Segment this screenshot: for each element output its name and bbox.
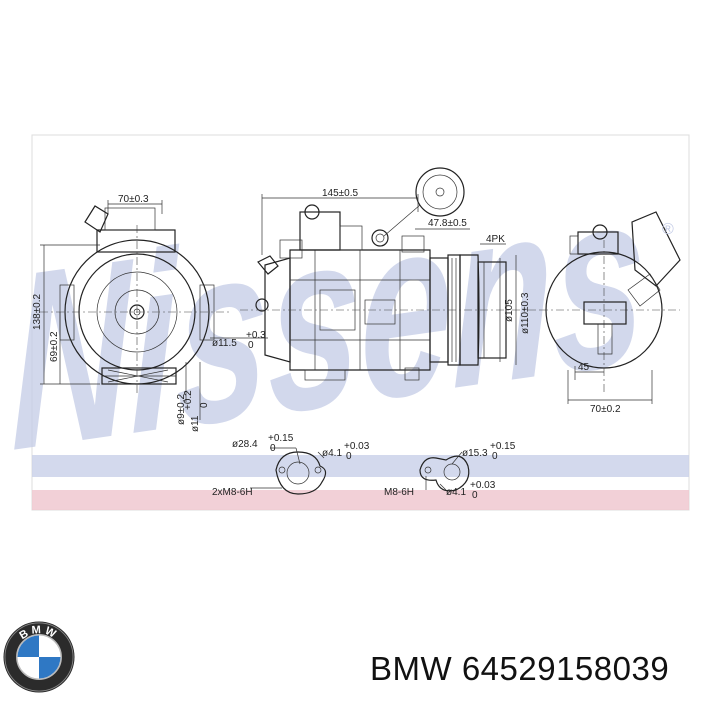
center-side-view	[210, 167, 540, 381]
dim-dia15-3-tol: +0.15	[490, 441, 516, 452]
dim-69: 69±0.2	[49, 331, 60, 362]
dim-dia4-1-left-tol2: 0	[346, 451, 352, 462]
left-front-view	[40, 200, 230, 420]
dim-dia15-3: ø15.3	[462, 448, 488, 459]
dim-dia28-4-tol: +0.15	[268, 433, 294, 444]
dim-dia11: ø11	[190, 415, 201, 432]
registered-mark: ®	[662, 221, 674, 238]
dim-thread-right: M8-6H	[384, 487, 414, 498]
dim-dia11-5: ø11.5	[212, 338, 237, 349]
dim-70-bottom: 70±0.2	[590, 404, 621, 415]
dim-dia4-1-left-tol: +0.03	[344, 441, 370, 452]
dim-dia11-5-tol2: 0	[248, 340, 254, 351]
dim-dia110: ø110±0.3	[520, 292, 531, 334]
dim-dia15-3-tol2: 0	[492, 451, 498, 462]
part-number-label: BMW 64529158039	[370, 650, 670, 687]
dim-dia11-5-tol: +0.3	[246, 330, 266, 341]
flange-detail-left	[250, 447, 327, 495]
dim-138: 138±0.2	[32, 293, 43, 330]
flange-detail-right	[419, 451, 470, 492]
dim-dia105: ø105	[504, 299, 515, 322]
dim-dia28-4: ø28.4	[232, 439, 258, 450]
dim-45: 45	[578, 362, 590, 373]
dim-dia28-4-tol2: 0	[270, 443, 276, 454]
brand-row: BMW BMW 64529158039	[0, 620, 720, 720]
blue-band	[32, 455, 689, 477]
dim-47-8: 47.8±0.5	[428, 218, 467, 229]
dim-thread-left: 2xM8-6H	[212, 487, 253, 498]
bmw-logo: BMW	[3, 621, 75, 693]
pink-band	[32, 490, 689, 510]
dim-4pk: 4PK	[486, 234, 505, 245]
right-rear-view	[540, 211, 681, 404]
dim-dia9: ø9±0.2	[176, 394, 187, 425]
dim-dia11-tol: +0.2	[183, 390, 194, 410]
dim-dia11-tol2: 0	[199, 402, 210, 408]
bmw-logo-text: BMW	[17, 624, 60, 642]
dim-dia4-1-right-tol: +0.03	[470, 480, 496, 491]
dim-145: 145±0.5	[322, 188, 359, 199]
dim-dia4-1-left: ø4.1	[322, 448, 342, 459]
dim-dia4-1-right-tol2: 0	[472, 490, 478, 501]
dim-70-top: 70±0.3	[118, 194, 149, 205]
dim-dia4-1-right: ø4.1	[446, 487, 466, 498]
